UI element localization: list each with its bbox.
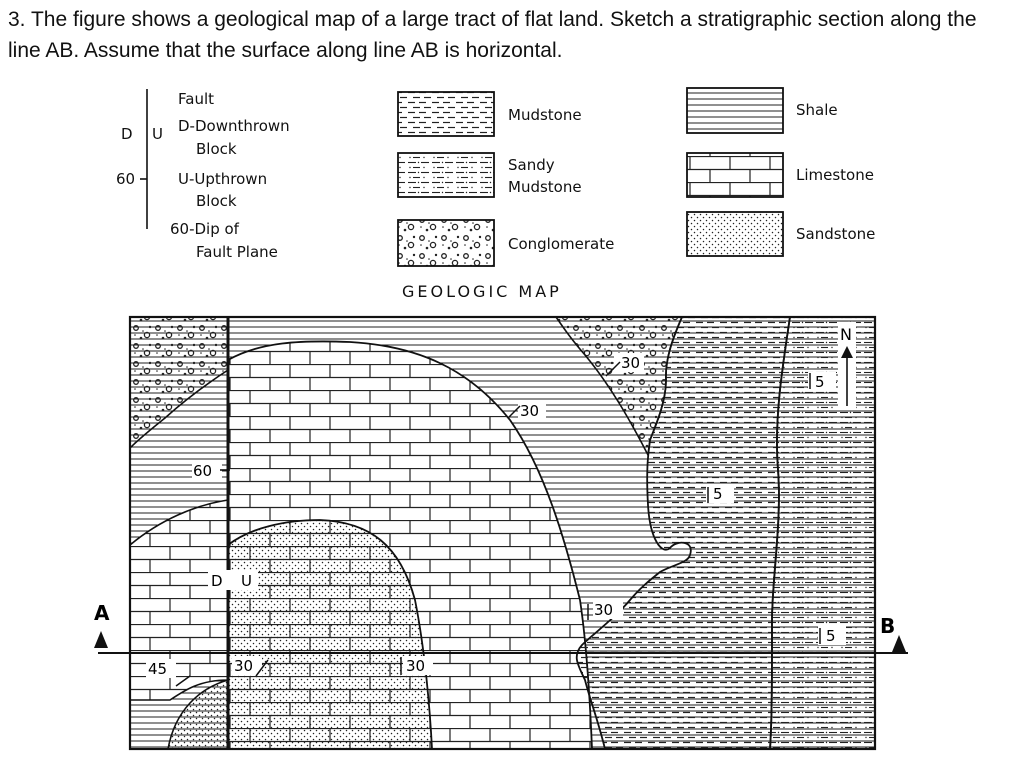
dip-label-9: 30	[406, 657, 425, 675]
map-units	[130, 317, 875, 749]
dip-label-bg-9	[818, 626, 846, 645]
dip-label-3: 5	[713, 485, 723, 503]
dip-label-bg-7	[706, 484, 734, 503]
question-text: 3. The figure shows a geological map of …	[8, 8, 977, 62]
north-label: N	[840, 325, 852, 344]
dip-label-6: 30	[594, 601, 613, 619]
legend-downthrown: D-Downthrown	[178, 117, 290, 135]
dip-label-bg-6	[403, 656, 433, 675]
strike-dip-symbol-1	[507, 405, 521, 419]
legend-upthrown-cont: Block	[196, 192, 237, 210]
legend-downthrown-cont: Block	[196, 140, 237, 158]
legend-swatch-conglomerate	[397, 219, 495, 267]
legend-dip-cont: Fault Plane	[196, 243, 278, 261]
legend-fault-u: U	[152, 125, 163, 143]
legend-dip: 60-Dip of	[170, 220, 239, 238]
dip-label-8: 30	[234, 657, 253, 675]
strike-dip-symbol-4	[175, 675, 191, 687]
dip-label-1: 30	[520, 402, 539, 420]
dip-label-4: 5	[815, 373, 825, 391]
legend-swatch-limestone	[686, 152, 784, 198]
dip-label-5: 5	[826, 627, 836, 645]
legend-fault-d: D	[121, 125, 133, 143]
dip-label-bg-3	[593, 600, 623, 619]
strike-dip-symbols	[175, 361, 821, 687]
marker-b-icon	[892, 635, 906, 652]
sandstone-unit-central	[227, 519, 433, 749]
dip-label-bg-5	[232, 656, 262, 675]
label-a: A	[94, 601, 110, 625]
strike-dip-symbol-5	[255, 659, 269, 677]
fault-d-label: D	[211, 572, 223, 590]
legend-swatch-sandstone	[686, 211, 784, 257]
legend-sandy-mudstone-1: Sandy	[508, 156, 555, 174]
legend-dip-value: 60	[116, 170, 136, 188]
legend-swatch-sandy-mudstone	[397, 152, 495, 198]
legend-upthrown: U-Upthrown	[178, 170, 268, 188]
legend-fault-label: Fault	[178, 90, 214, 108]
fault-dip-label-bg	[192, 461, 222, 480]
strike-dip-symbol-2	[605, 361, 621, 377]
legend-sandstone: Sandstone	[796, 225, 876, 243]
fault-du-label-bg	[208, 570, 258, 590]
sandy-mudstone-unit	[769, 317, 875, 749]
map-title: GEOLOGIC MAP	[402, 282, 562, 301]
map-frame	[128, 315, 877, 751]
dip-label-bg-2	[614, 353, 644, 372]
dip-label-bg-8	[808, 372, 836, 391]
legend-mudstone: Mudstone	[508, 106, 582, 124]
conglomerate-unit-nw	[130, 317, 229, 450]
legend-swatch-mudstone	[397, 91, 495, 137]
north-arrow-icon	[841, 346, 853, 358]
dip-label-bg-4	[146, 659, 176, 678]
legend-limestone: Limestone	[796, 166, 874, 184]
legend-conglomerate: Conglomerate	[508, 235, 615, 253]
legend-shale: Shale	[796, 101, 838, 119]
marker-a-icon	[94, 631, 108, 648]
dip-label-bg-1	[518, 401, 546, 420]
fault-dip-label: 60	[193, 462, 212, 480]
legend-swatch-shale	[686, 87, 784, 134]
label-b: B	[880, 614, 895, 638]
dip-label-7: 45	[148, 660, 167, 678]
dip-label-2: 30	[621, 354, 640, 372]
legend-sandy-mudstone-2: Mudstone	[508, 178, 582, 196]
fault-u-label: U	[241, 572, 252, 590]
